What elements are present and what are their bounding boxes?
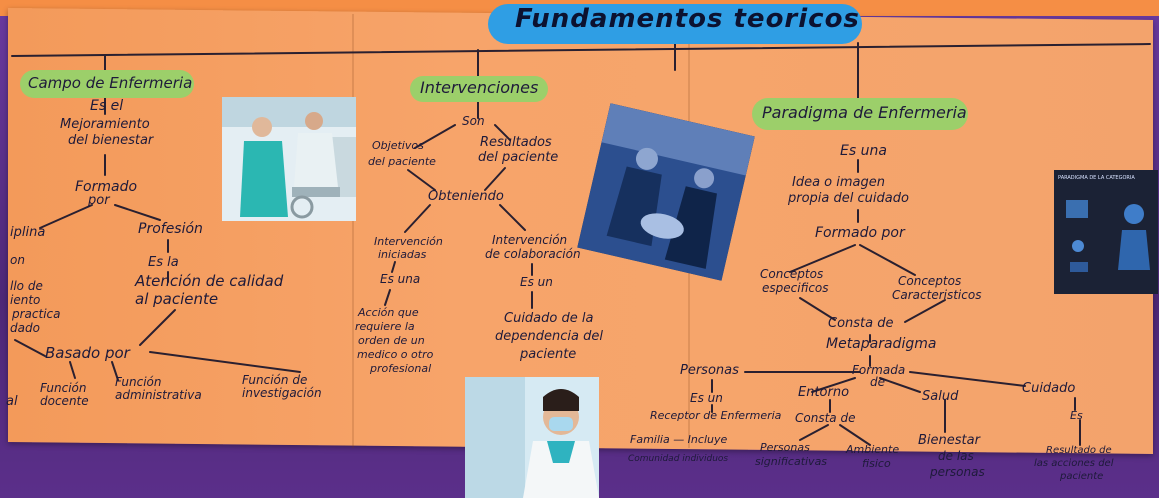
title-banner: [488, 4, 862, 44]
text-colaboracion: de colaboración: [485, 247, 581, 261]
text-fisico: fisico: [862, 457, 891, 470]
text-obteniendo: Obteniendo: [428, 189, 504, 204]
text-es-el: Es el: [90, 98, 124, 114]
text-metaparadigma: Metaparadigma: [826, 336, 937, 352]
photo-clinic: [577, 103, 755, 281]
text-personas-bien: personas: [930, 465, 985, 479]
nurse-patient-image: [222, 97, 356, 221]
text-es-un: Es un: [520, 275, 553, 289]
text-consta-de: Consta de: [795, 411, 856, 425]
text-profesion: Profesión: [138, 221, 203, 237]
photo-nurse-patient: [222, 97, 356, 221]
intervenciones-header: Intervenciones: [420, 78, 539, 97]
text-funcion-docente: Función docente: [40, 381, 89, 408]
text-consta: Consta de: [828, 316, 894, 331]
text-es-una: Es una: [380, 272, 421, 286]
text-accion: Acción que: [358, 306, 419, 319]
text-accion: profesional: [370, 362, 432, 375]
intervenciones-header-pill: [410, 76, 548, 102]
text-funcion-admin: Función administrativa: [115, 375, 202, 402]
text-disc-frag: iento: [10, 293, 41, 307]
text-son: Son: [462, 114, 485, 128]
text-es-un-personas: Es un: [690, 391, 723, 405]
text-entorno: Entorno: [798, 385, 850, 400]
text-cuidado-meta: Cuidado: [1022, 381, 1076, 396]
text-por: por: [88, 193, 110, 208]
text-paciente: paciente: [520, 347, 577, 362]
text-personas-sig: Personas: [760, 441, 810, 454]
text-acciones: las acciones del: [1034, 458, 1114, 469]
text-del-paciente: del paciente: [368, 155, 436, 168]
photo-nurse-mask: [465, 377, 599, 498]
text-resultados-paciente: del paciente: [478, 150, 559, 165]
clinic-image: [577, 103, 755, 281]
text-intervencion-colab: Intervención: [492, 233, 568, 247]
text-de-las: de las: [938, 449, 974, 463]
nurse-mask-image: [465, 377, 599, 498]
paradigma-header: Paradigma de Enfermeria: [762, 103, 967, 122]
text-bienestar: del bienestar: [68, 133, 154, 148]
paradigma-header-pill: [752, 98, 968, 130]
text-accion: orden de un: [358, 334, 425, 347]
campo-header: Campo de Enfermeria: [28, 74, 193, 92]
text-al-paciente: al paciente: [135, 290, 219, 308]
text-ambiente: Ambiente: [846, 443, 900, 456]
text-conceptos-esp: Conceptos: [760, 267, 824, 281]
text-dependencia: dependencia del: [495, 329, 603, 344]
text-incluye: Familia — Incluye: [630, 433, 728, 446]
text-propia-cuidado: propia del cuidado: [788, 191, 909, 206]
text-resultados: Resultados: [480, 135, 552, 150]
text-especificos: especificos: [762, 281, 829, 295]
text-salud: Salud: [922, 389, 959, 404]
text-atencion: Atención de calidad: [135, 272, 284, 290]
text-es-la: Es la: [148, 255, 179, 270]
text-formada: Formada: [852, 363, 906, 377]
text-mejoramiento: Mejoramiento: [60, 117, 150, 132]
infographic-card: PARADIGMA DE LA CATEGORIA: [1054, 170, 1158, 294]
infographic-title: PARADIGMA DE LA CATEGORIA: [1058, 175, 1135, 181]
text-idea: Idea o imagen: [792, 175, 885, 190]
poster-title: Fundamentos teoricos: [515, 4, 860, 34]
text-significativas: significativas: [755, 455, 828, 468]
text-left-edge: al: [6, 394, 18, 409]
text-disc-frag: llo de: [10, 279, 43, 293]
text-accion: medico o otro: [357, 348, 434, 361]
text-formado: Formado: [75, 179, 138, 195]
campo-header-pill: [20, 70, 194, 98]
text-es: Es: [1070, 409, 1083, 422]
text-bienestar: Bienestar: [918, 433, 980, 448]
text-disciplina: iplina: [10, 225, 46, 240]
text-de: de: [870, 375, 885, 389]
text-disc-frag: practica: [12, 307, 61, 321]
text-resultado-paciente: paciente: [1060, 471, 1104, 482]
text-disc-frag: dado: [10, 321, 40, 335]
text-basado: Basado por: [45, 344, 130, 362]
text-personas: Personas: [680, 363, 739, 378]
text-cuidado: Cuidado de la: [504, 311, 594, 326]
text-es-una-paradigma: Es una: [840, 143, 887, 159]
text-funcion-investigacion: Función de investigación: [242, 373, 322, 400]
text-receptor: Receptor de Enfermeria: [650, 409, 782, 422]
text-resultado: Resultado de: [1046, 445, 1112, 456]
text-objetivos: Objetivos: [372, 139, 424, 152]
text-formado-por: Formado por: [815, 225, 905, 241]
infographic-graphics: [1066, 200, 1150, 272]
poster-fold: [352, 14, 354, 448]
text-conceptos-car: Conceptos: [898, 274, 962, 288]
text-comunidad: Comunidad individuos: [628, 454, 729, 464]
text-accion: requiere la: [355, 320, 415, 333]
text-caracteristicos: Caracteristicos: [892, 288, 982, 302]
text-disc-frag: on: [10, 253, 25, 267]
text-iniciadas: iniciadas: [378, 248, 427, 261]
text-intervencion: Intervención: [374, 235, 443, 248]
